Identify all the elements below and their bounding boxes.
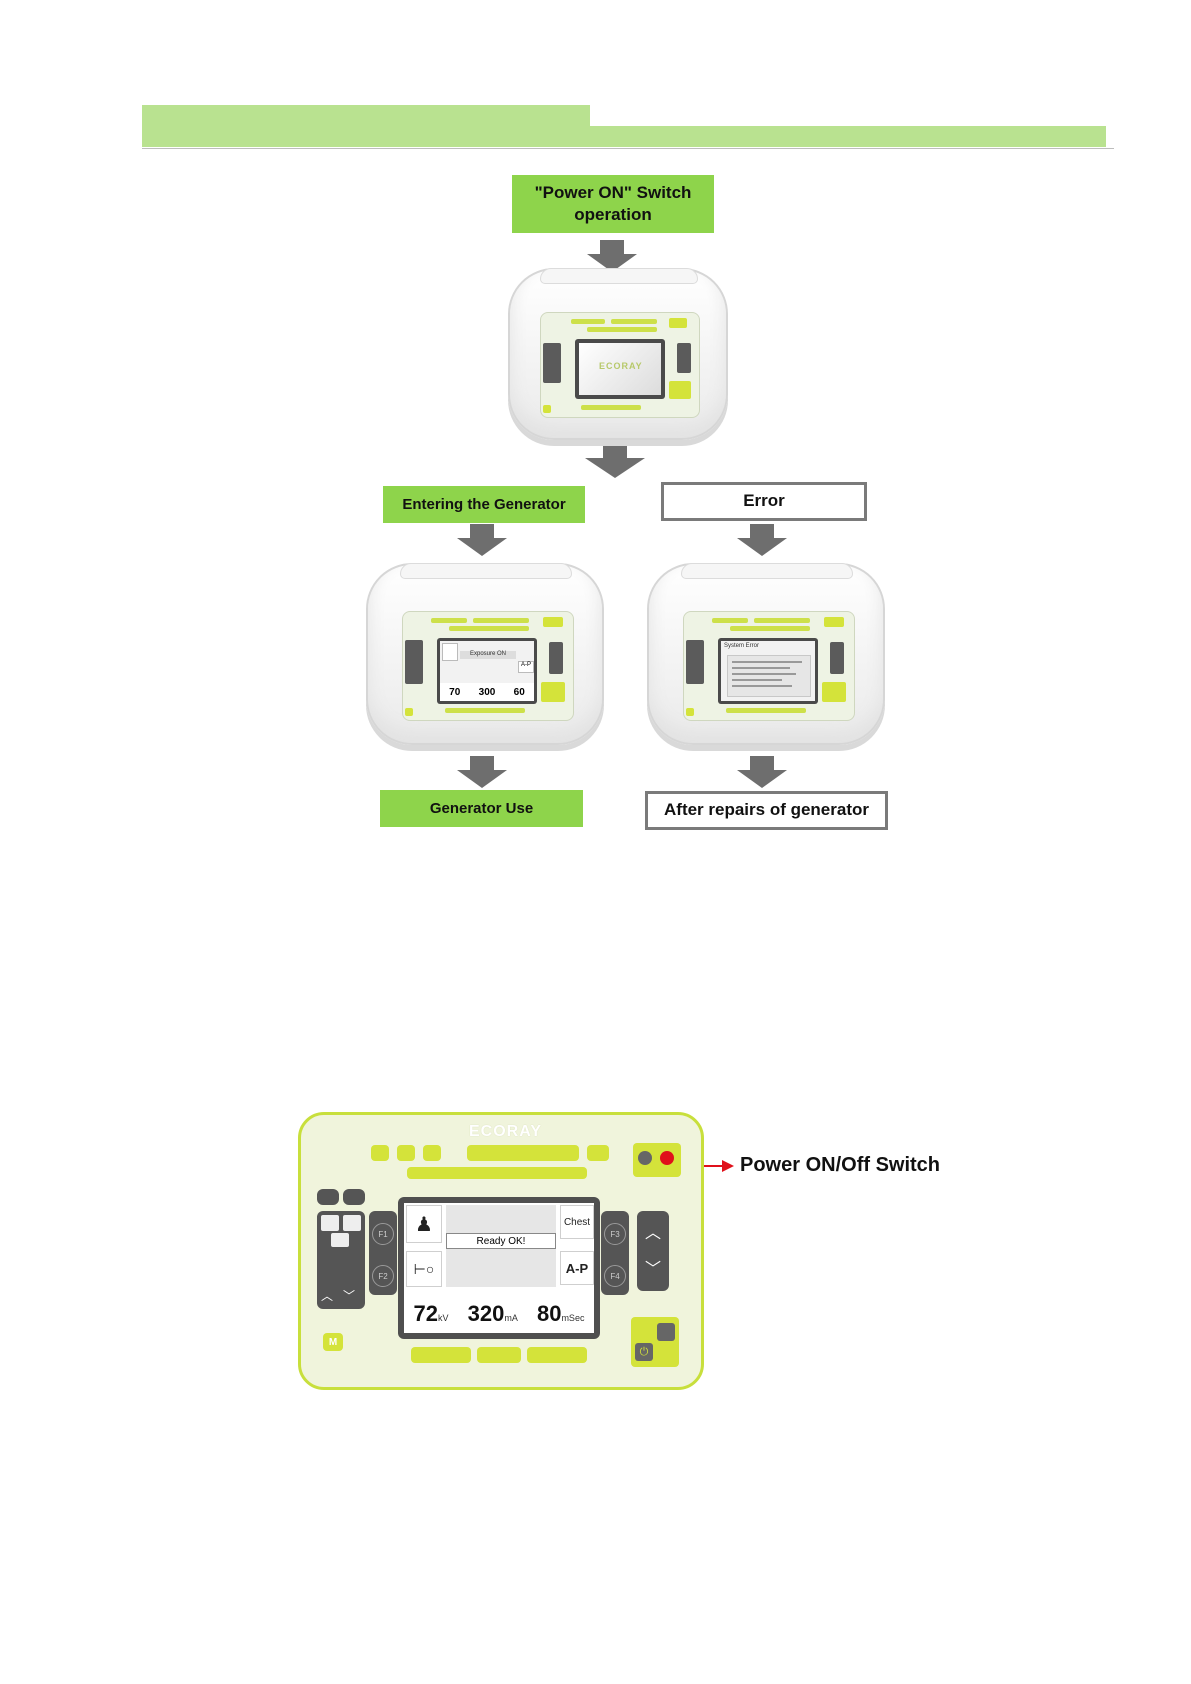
splash-brand: ECORAY: [599, 361, 643, 371]
body-part-bar[interactable]: [407, 1167, 587, 1179]
f-button-group-left: F1 F2: [369, 1211, 397, 1295]
mode-button-3[interactable]: [423, 1145, 441, 1161]
arrow-down-icon: [585, 446, 645, 478]
device-error: System Error: [647, 563, 885, 745]
position-icon: ⊢○: [406, 1251, 442, 1287]
down-arrow-icon[interactable]: ﹀: [645, 1255, 661, 1279]
callout-arrow-icon: [722, 1160, 734, 1172]
chevron-up-icon[interactable]: ︿: [321, 1287, 333, 1304]
power-icon[interactable]: ⏻: [635, 1343, 653, 1361]
error-title: System Error: [724, 643, 759, 649]
ms-value: 80mSec: [537, 1301, 585, 1327]
step-error: Error: [661, 482, 867, 521]
step-power-on: "Power ON" Switch operation: [512, 175, 714, 233]
f-button-group-right: F3 F4: [601, 1211, 629, 1295]
arrow-down-icon: [737, 756, 787, 788]
f3-button[interactable]: F3: [604, 1223, 626, 1245]
left-key-a[interactable]: [317, 1189, 339, 1205]
step-after-repairs: After repairs of generator: [645, 791, 888, 830]
ms-adjust-buttons[interactable]: [527, 1347, 587, 1363]
f4-button[interactable]: F4: [604, 1265, 626, 1287]
ma-value: 320mA: [468, 1301, 518, 1327]
up-down-keys: ︿ ﹀: [637, 1211, 669, 1291]
ma-adjust-buttons[interactable]: [477, 1347, 521, 1363]
patient-icon: ♟: [406, 1205, 442, 1243]
x-ray-button[interactable]: [657, 1323, 675, 1341]
exposure-mas: 300: [479, 687, 496, 698]
exposure-button-area: ⏻: [631, 1317, 679, 1367]
exposure-label: Exposure ON: [460, 651, 516, 659]
kv-adjust-buttons[interactable]: [411, 1347, 471, 1363]
preset-bar[interactable]: [467, 1145, 579, 1161]
exposure-kv: 70: [449, 687, 460, 698]
power-on-button[interactable]: [638, 1151, 652, 1165]
arrow-down-icon: [457, 524, 507, 556]
step-generator-use: Generator Use: [380, 790, 583, 827]
m-button[interactable]: M: [323, 1333, 343, 1351]
control-panel: ECORAY ︿ ﹀ M F1 F2 F3 F4 ︿ ﹀ ♟ ⊢○: [298, 1112, 704, 1390]
mode-button-1[interactable]: [371, 1145, 389, 1161]
status-readout: Ready OK!: [446, 1233, 556, 1249]
mode-button-2[interactable]: [397, 1145, 415, 1161]
settings-button[interactable]: [587, 1145, 609, 1161]
up-arrow-icon[interactable]: ︿: [645, 1219, 661, 1243]
f2-button[interactable]: F2: [372, 1265, 394, 1287]
lcd-screen: ♟ ⊢○ Ready OK! Chest A-P 72kV 320mA 80mS…: [398, 1197, 600, 1339]
power-off-button[interactable]: [660, 1151, 674, 1165]
left-keypad: ︿ ﹀: [317, 1211, 365, 1309]
view-label: A-P: [560, 1251, 594, 1285]
step-entering-generator: Entering the Generator: [383, 486, 585, 523]
device-splash: ECORAY: [508, 268, 728, 440]
arrow-down-icon: [457, 756, 507, 788]
exposure-ms: 60: [514, 687, 525, 698]
device-exposure: Exposure ON A-P 70 300 60: [366, 563, 604, 745]
kv-value: 72kV: [414, 1301, 449, 1327]
left-key-b[interactable]: [343, 1189, 365, 1205]
callout-label: Power ON/Off Switch: [740, 1154, 940, 1177]
body-part-label: Chest: [560, 1205, 594, 1239]
power-switch-area: [633, 1143, 681, 1177]
panel-brand: ECORAY: [469, 1123, 542, 1141]
f1-button[interactable]: F1: [372, 1223, 394, 1245]
exposure-view: A-P: [518, 661, 534, 673]
arrow-down-icon: [737, 524, 787, 556]
chevron-down-icon[interactable]: ﹀: [343, 1287, 355, 1304]
